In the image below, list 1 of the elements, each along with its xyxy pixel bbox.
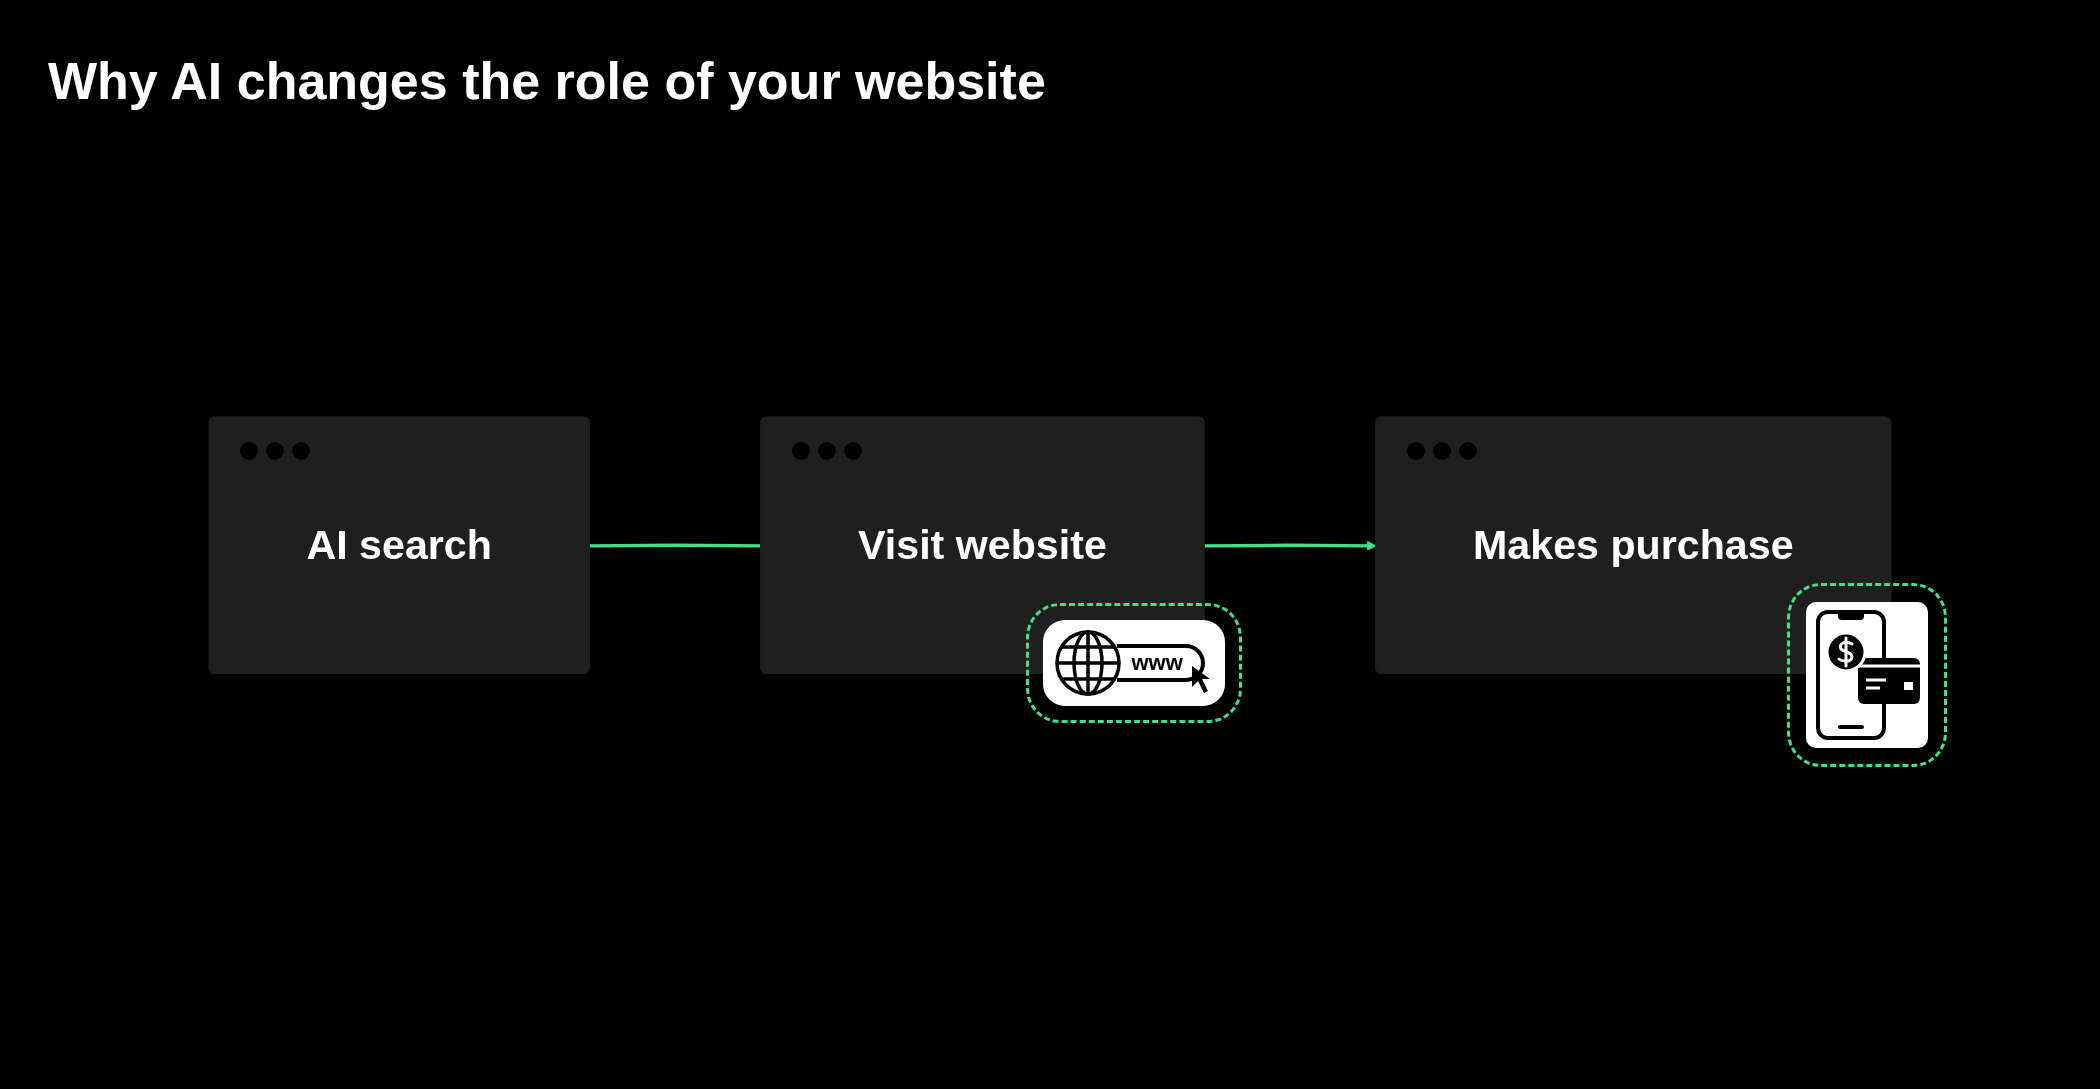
- title: Why AI changes the role of your website: [48, 52, 1046, 112]
